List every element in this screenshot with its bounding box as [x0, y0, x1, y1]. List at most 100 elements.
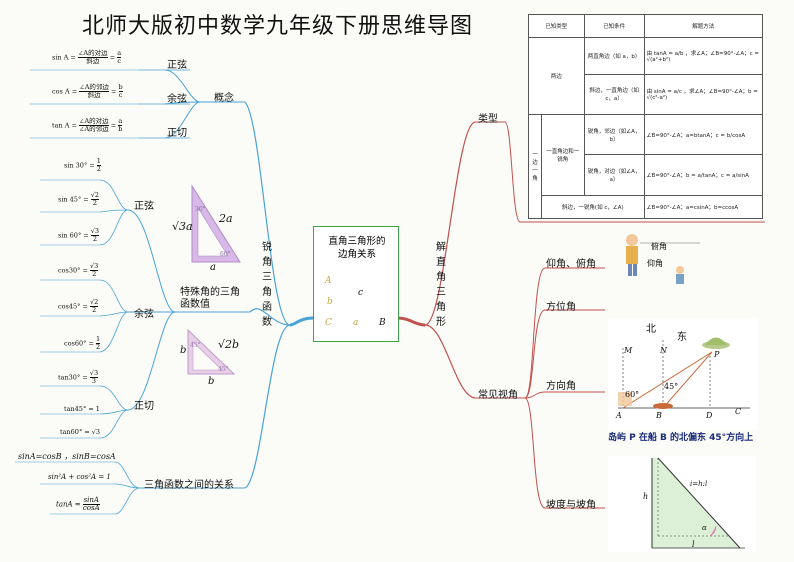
fraction-den: 2 — [92, 306, 97, 314]
point-b: B — [656, 411, 662, 420]
concept-cosine-label: 余弦 — [167, 94, 187, 105]
fraction-den: c — [117, 57, 121, 65]
elevation-depression-picture — [626, 234, 700, 284]
tri2-angle45-top: 45° — [190, 342, 201, 349]
formula-eq: = — [110, 121, 117, 130]
point-n: N — [660, 346, 667, 355]
center-side-c: c — [358, 288, 364, 298]
concept-tangent-label: 正切 — [167, 128, 187, 139]
fraction-num: √3 — [89, 369, 99, 378]
formula-fraction: ∠A的邻边斜边 — [79, 84, 109, 99]
set-square-45-45 — [187, 328, 236, 375]
tan45-value: tan45° = 1 — [64, 405, 100, 413]
fraction-num: ∠A的对边 — [77, 49, 108, 58]
fraction-den: ∠A的邻边 — [79, 125, 109, 133]
tri2-hypotenuse-label: √2b — [218, 338, 240, 351]
formula-lhs: sin A = — [52, 53, 76, 62]
point-d: D — [706, 411, 713, 420]
elevation-angle-text: 仰角 — [647, 259, 663, 268]
fraction-den: 斜边 — [86, 57, 100, 65]
relation-complementary: sinA=cosB ，sinB=cosA — [18, 452, 116, 461]
tri2-angle45-bottom: 45° — [218, 366, 229, 373]
tri1-hypotenuse-label: 2a — [219, 212, 233, 225]
formula-fraction: ∠A的对边斜边 — [77, 49, 108, 65]
table-cell: ∠B=90°-∠A；a=btanA；c = b/cosA — [643, 113, 764, 156]
fraction-num: √3 — [90, 227, 100, 236]
common-views-label: 常见视角 — [478, 390, 518, 401]
table-row: 斜边，一锐角(如 c，∠A) ∠B=90°-∠A；a=csinA；b=ccosA — [529, 194, 764, 220]
special-tangent-label: 正切 — [134, 401, 154, 412]
tri1-short-leg-label: a — [210, 262, 216, 273]
center-vertex-c: C — [325, 318, 332, 328]
formula-eq: = — [109, 53, 116, 62]
tri1-angle30: 30° — [195, 206, 206, 213]
tri2-leg-label: b — [180, 345, 187, 356]
types-label: 类型 — [478, 114, 498, 125]
north-label: 北 — [646, 324, 656, 335]
table-cell: ∠B=90°-∠A；b = a/tanA；c = a/sinA — [643, 154, 764, 196]
table-cell: ∠B=90°-∠A；a=csinA；b=ccosA — [643, 194, 764, 220]
fraction-den: 2 — [92, 235, 97, 243]
bearing-angle-label: 方位角 — [546, 302, 576, 313]
depression-angle-text: 俯角 — [651, 242, 667, 251]
formula-lhs: sin 30° = — [64, 161, 95, 170]
direction-angle-picture — [608, 318, 758, 430]
table-cell: 两边 — [528, 37, 585, 115]
table-cell: 由 sinA = a/c ，求∠A；∠B=90°-∠A；b = √(c²-a²) — [643, 73, 764, 115]
fraction-den: b — [118, 125, 123, 133]
fraction-den: cosA — [82, 504, 100, 512]
fraction-num: ∠A的邻边 — [79, 83, 109, 92]
formula-lhs: cos60° = — [64, 339, 94, 348]
table-header: 已知条件 — [583, 13, 645, 39]
formula-lhs: sin 60° = — [58, 231, 89, 240]
formula-fraction: ∠A的对边∠A的邻边 — [79, 118, 109, 133]
table-cell: 由 tanA = a/b ，求∠A；∠B=90°-∠A；c = √(a²+b²) — [643, 37, 764, 75]
table-header-row: 已知类型 已知条件 解题方法 — [528, 13, 764, 39]
formula-lhs: cos A = — [52, 87, 78, 96]
tri2-base-label: b — [208, 376, 215, 387]
slope-picture — [608, 456, 756, 552]
slope-length: l — [692, 540, 695, 549]
fraction-num: √3 — [90, 262, 99, 271]
table-cell: 锐角，邻边（如∠A，b） — [583, 113, 645, 156]
formula-lhs: cos30° = — [58, 266, 88, 275]
fraction-den: 2 — [92, 199, 97, 207]
relation-pythagorean: sin²A + cos²A = 1 — [48, 473, 111, 481]
direction-angle-label: 方向角 — [546, 381, 576, 392]
angle-60: 60° — [625, 390, 640, 399]
point-c: C — [735, 407, 742, 416]
fraction-den: 2 — [96, 343, 101, 351]
page-title: 北师大版初中数学九年级下册思维导图 — [82, 14, 474, 39]
center-side-a: a — [353, 318, 359, 328]
fraction-den: 斜边 — [87, 91, 101, 99]
table-cell: 一直角边和一锐角 — [541, 113, 585, 196]
fraction-num: b — [118, 83, 123, 92]
fraction-num: a — [117, 49, 122, 58]
table-row: 两边 两直角边（如 a，b） 由 tanA = a/b ，求∠A；∠B=90°-… — [528, 37, 764, 115]
formula-lhs: tanA = — [56, 500, 81, 509]
table-cell: 两直角边（如 a，b） — [583, 37, 645, 75]
formula-lhs: tan30° = — [58, 373, 88, 382]
